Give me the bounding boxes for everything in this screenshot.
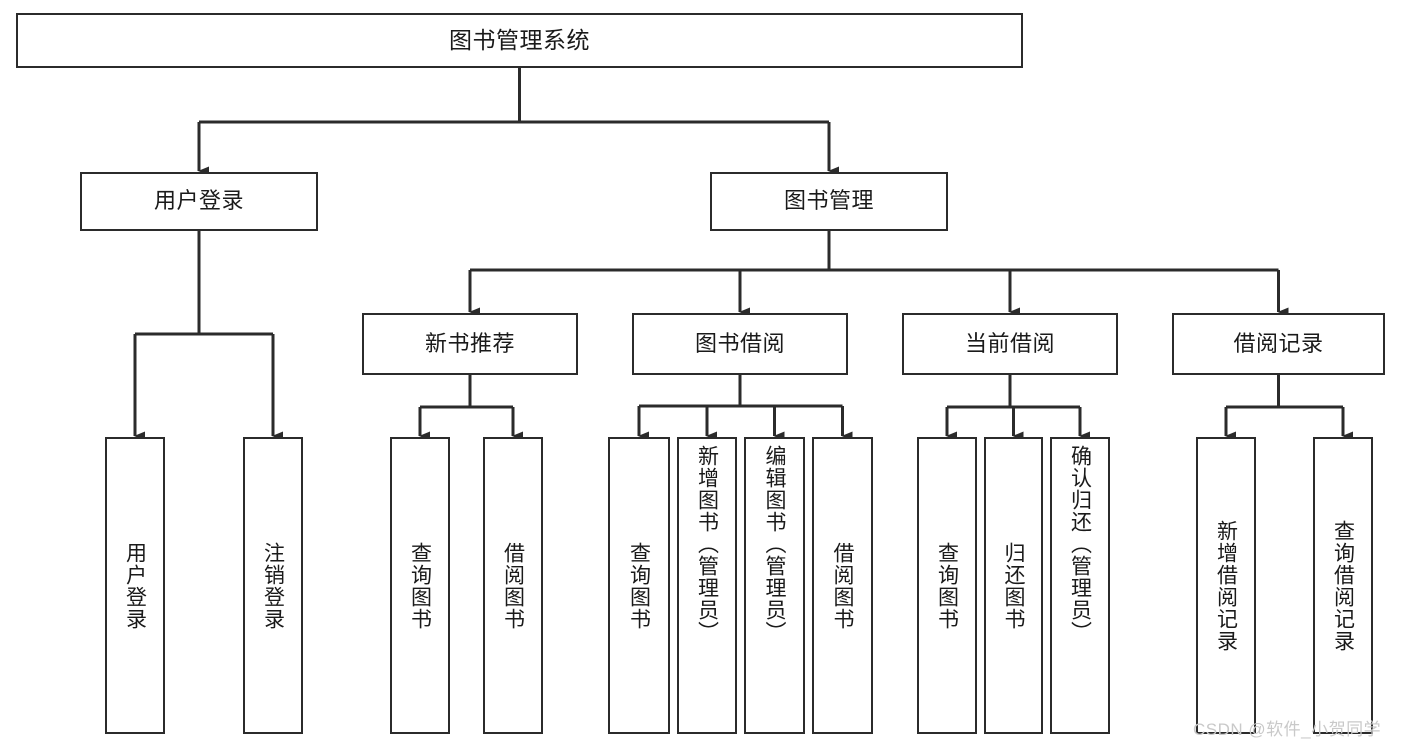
- node-current-borrow[interactable]: 当前借阅: [902, 313, 1118, 375]
- node-label-leaf-cb-confirm: 确认归还（管理员）: [1068, 445, 1092, 643]
- node-leaf-bb-edit[interactable]: 编辑图书（管理员）: [744, 437, 805, 734]
- node-leaf-cb-return[interactable]: 归还图书: [984, 437, 1043, 734]
- node-label-leaf-bb-edit: 编辑图书（管理员）: [763, 445, 786, 643]
- node-label-leaf-bb-add: 新增图书（管理员）: [695, 445, 719, 643]
- node-leaf-cb-confirm[interactable]: 确认归还（管理员）: [1050, 437, 1110, 734]
- node-label-new-book-rec: 新书推荐: [424, 330, 515, 356]
- node-leaf-bb-add[interactable]: 新增图书（管理员）: [677, 437, 737, 734]
- node-label-leaf-br-add: 新增借阅记录: [1214, 519, 1238, 652]
- node-leaf-bb-borrow[interactable]: 借阅图书: [812, 437, 873, 734]
- node-leaf-cb-query[interactable]: 查询图书: [917, 437, 977, 734]
- node-label-current-borrow: 当前借阅: [964, 330, 1055, 356]
- node-label-book-borrow: 图书借阅: [694, 330, 785, 356]
- node-label-leaf-nb-query: 查询图书: [408, 541, 432, 630]
- node-leaf-user-login[interactable]: 用户登录: [105, 437, 165, 734]
- csdn-watermark: CSDN @软件_小贺同学: [1193, 720, 1382, 739]
- node-new-book-rec[interactable]: 新书推荐: [362, 313, 578, 375]
- node-leaf-br-query[interactable]: 查询借阅记录: [1313, 437, 1373, 734]
- node-book-borrow[interactable]: 图书借阅: [632, 313, 848, 375]
- node-leaf-br-add[interactable]: 新增借阅记录: [1196, 437, 1256, 734]
- node-root[interactable]: 图书管理系统: [16, 13, 1023, 68]
- node-label-borrow-record: 借阅记录: [1233, 330, 1324, 356]
- node-book-manage[interactable]: 图书管理: [710, 172, 948, 231]
- node-user-login[interactable]: 用户登录: [80, 172, 318, 231]
- node-label-leaf-bb-borrow: 借阅图书: [831, 541, 854, 630]
- node-label-root: 图书管理系统: [449, 26, 590, 53]
- node-label-leaf-logout: 注销登录: [261, 541, 285, 630]
- node-label-book-manage: 图书管理: [783, 188, 874, 214]
- node-leaf-bb-query[interactable]: 查询图书: [608, 437, 670, 734]
- node-leaf-nb-borrow[interactable]: 借阅图书: [483, 437, 543, 734]
- node-label-user-login: 用户登录: [153, 188, 244, 214]
- node-borrow-record[interactable]: 借阅记录: [1172, 313, 1385, 375]
- node-label-leaf-br-query: 查询借阅记录: [1331, 519, 1355, 652]
- node-leaf-nb-query[interactable]: 查询图书: [390, 437, 450, 734]
- node-label-leaf-bb-query: 查询图书: [627, 541, 651, 630]
- node-label-leaf-cb-query: 查询图书: [935, 541, 959, 630]
- node-label-leaf-nb-borrow: 借阅图书: [501, 541, 525, 630]
- node-label-leaf-cb-return: 归还图书: [1002, 541, 1025, 630]
- node-label-leaf-user-login: 用户登录: [123, 541, 147, 630]
- node-leaf-logout[interactable]: 注销登录: [243, 437, 303, 734]
